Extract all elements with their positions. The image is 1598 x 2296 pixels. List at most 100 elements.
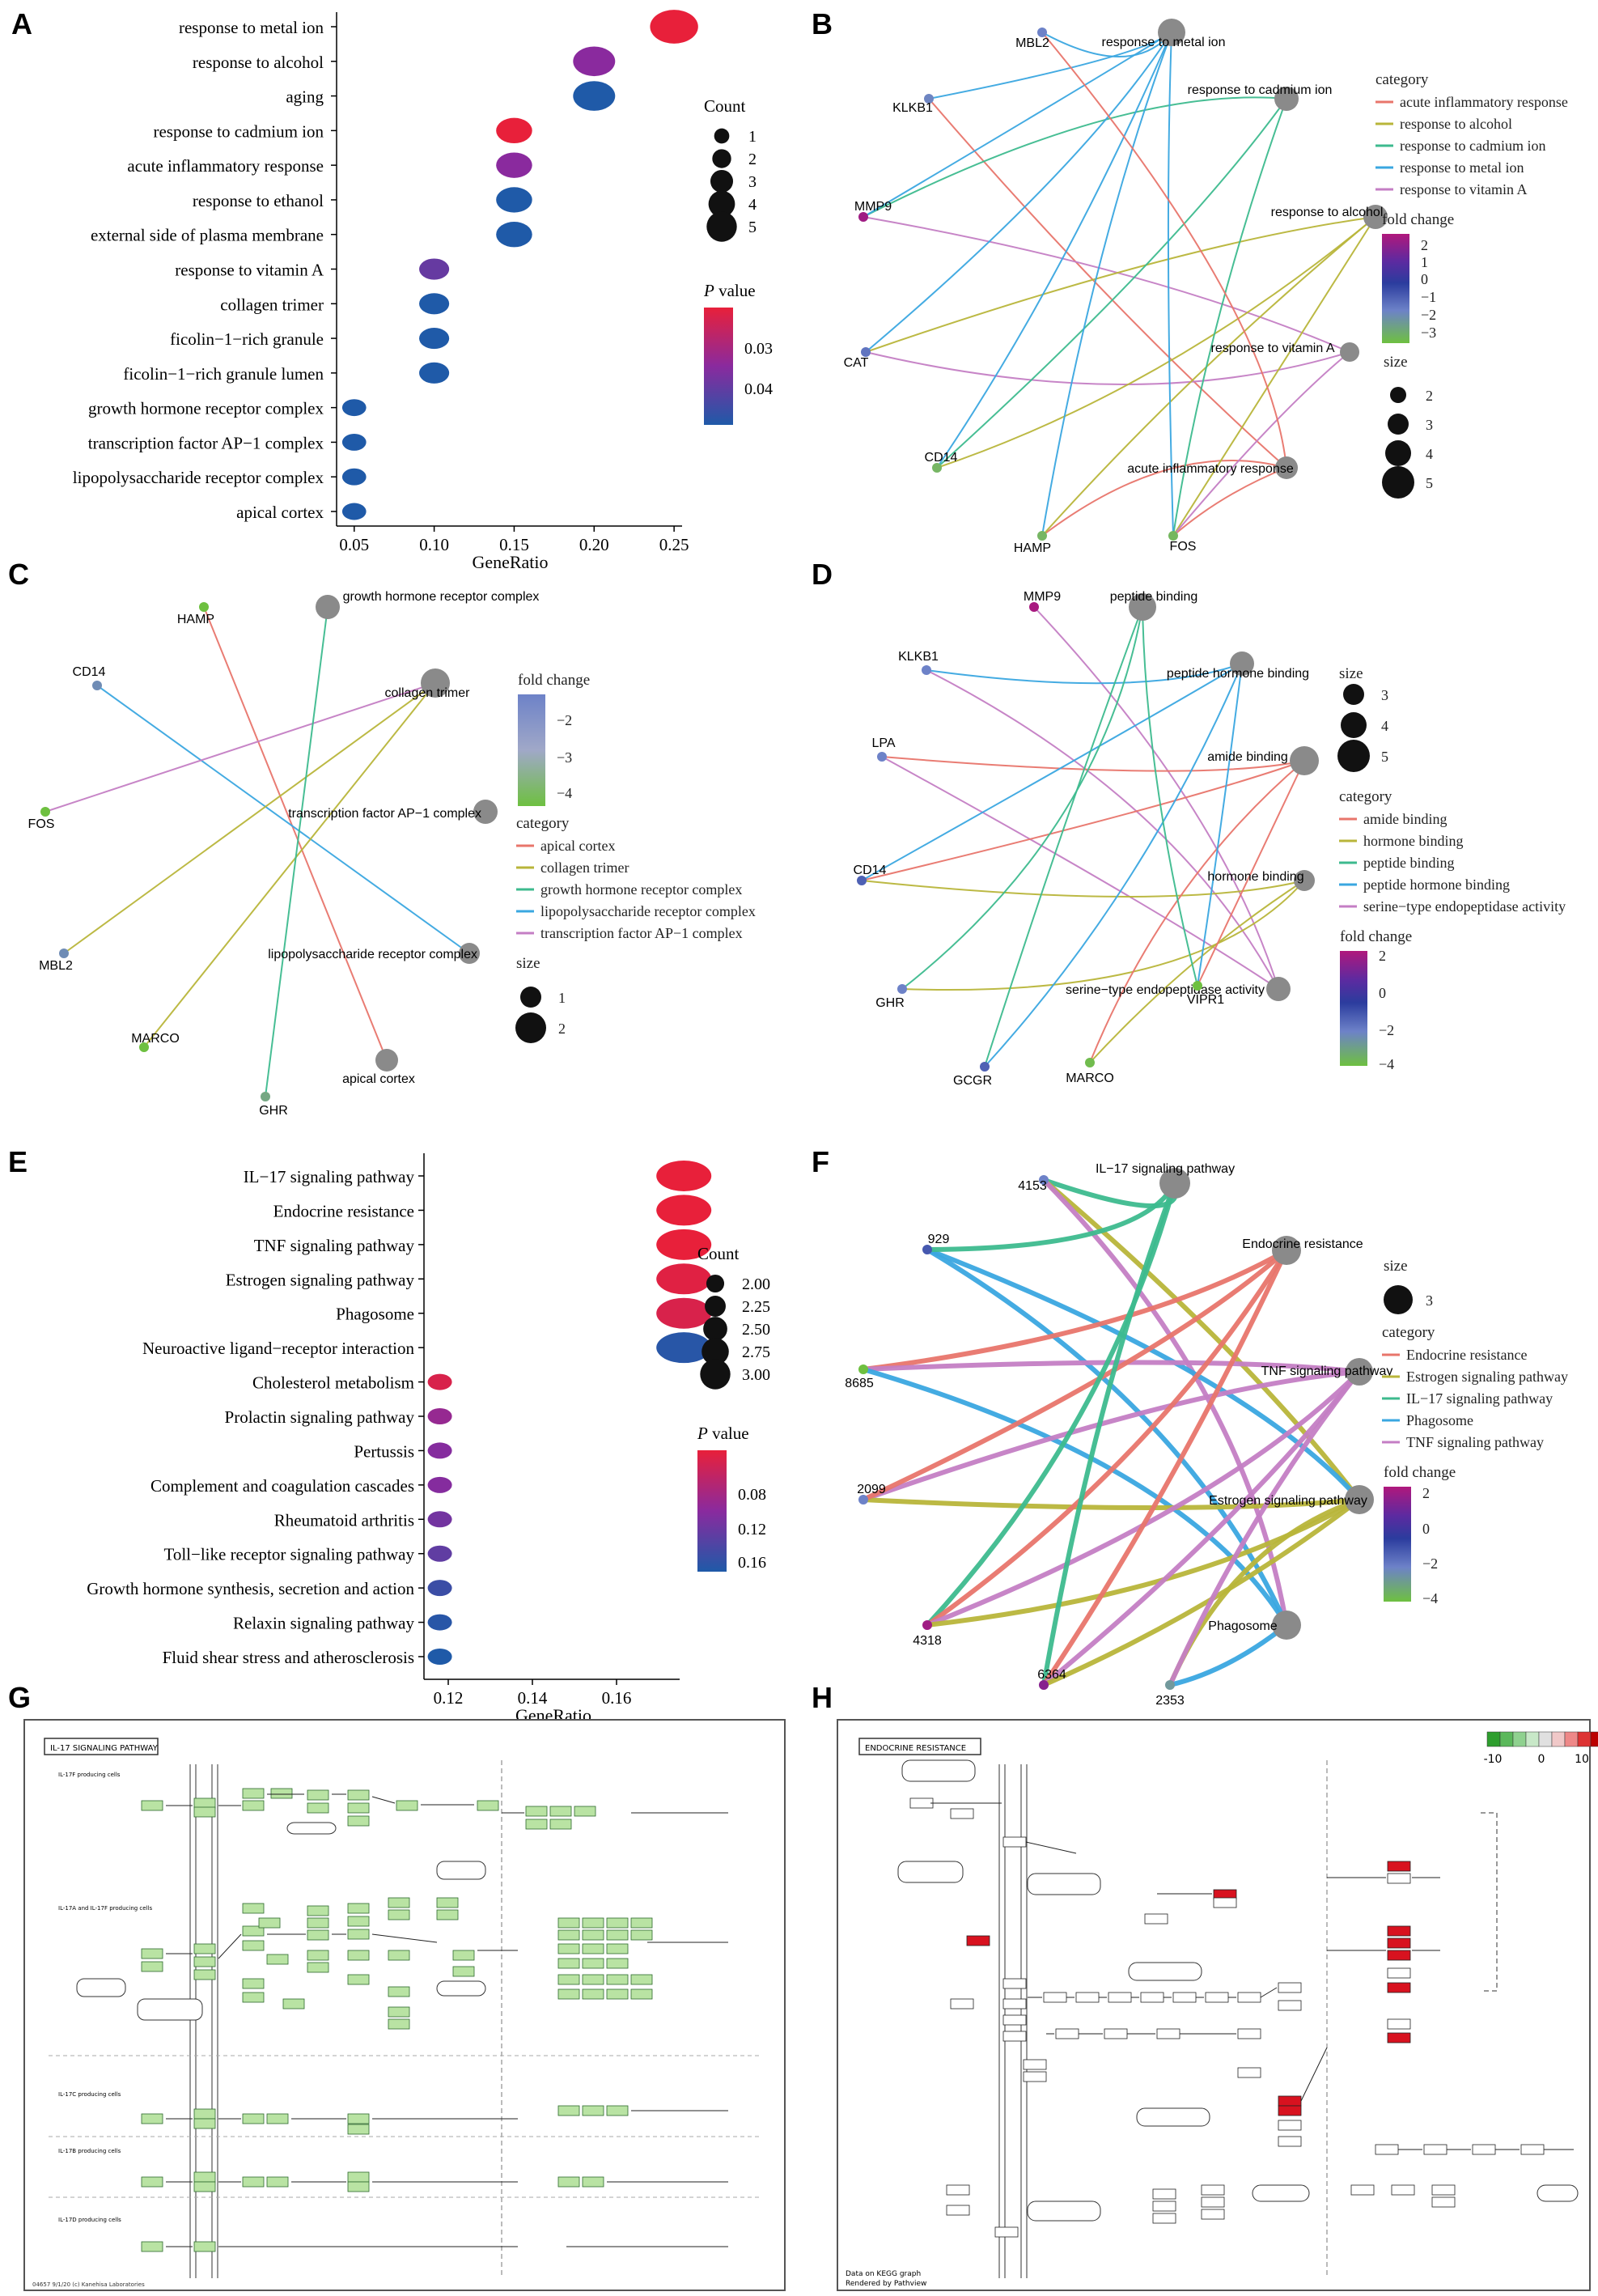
legend-foldchange-label: −3 — [557, 749, 572, 766]
gene-box — [909, 1797, 934, 1809]
data-point — [427, 1580, 452, 1597]
legend-category-label: acute inflammatory response — [1400, 94, 1568, 110]
gene-box — [1423, 2144, 1448, 2155]
gene-box — [1278, 2120, 1302, 2131]
legend-size-dot — [1388, 414, 1409, 435]
legend-size-title: size — [1384, 354, 1408, 371]
edges — [863, 32, 1376, 537]
panel-label-a: A — [11, 7, 32, 40]
term-label: Endocrine resistance — [1242, 1237, 1363, 1251]
legend-foldchange-title: fold change — [1382, 211, 1454, 228]
edge — [1142, 606, 1198, 987]
scale-swatch — [1525, 1731, 1540, 1747]
y-tick-label: growth hormone receptor complex — [88, 399, 324, 418]
y-tick-label: apical cortex — [236, 503, 324, 522]
term-node — [1294, 870, 1315, 891]
edge — [1197, 760, 1305, 987]
term-label: Phagosome — [1208, 1619, 1277, 1633]
data-point — [341, 433, 367, 451]
edge — [936, 32, 1172, 469]
gene-box — [630, 1929, 653, 1941]
term-label: response to cadmium ion — [1188, 83, 1333, 97]
legend-category-label: transcription factor AP−1 complex — [540, 925, 743, 941]
gene-box — [1431, 2184, 1456, 2196]
gene-label: CD14 — [73, 665, 106, 679]
edge — [865, 351, 1350, 385]
gene-box — [557, 1929, 580, 1941]
edge — [1042, 1370, 1362, 1687]
gene-box — [307, 1950, 329, 1961]
gene-box — [1043, 1992, 1067, 2003]
gene-box — [193, 1797, 216, 1809]
edge — [861, 663, 1243, 881]
edge — [1172, 467, 1287, 537]
term-node — [459, 943, 480, 964]
panel-label-e: E — [8, 1145, 28, 1178]
data-point — [341, 503, 367, 520]
gene-box — [1278, 2095, 1302, 2107]
gene-label: CD14 — [925, 451, 958, 465]
legend-foldchange-title: fold change — [518, 672, 590, 689]
edge — [865, 216, 1376, 353]
edge — [861, 880, 1305, 898]
gene-box — [1375, 2144, 1399, 2155]
gene-box — [307, 1905, 329, 1916]
y-tick-label: Phagosome — [336, 1305, 414, 1324]
legend-size-dot — [714, 128, 730, 144]
panel-label-f: F — [812, 1145, 829, 1178]
gene-box — [1104, 2028, 1128, 2039]
legend-size-dot — [708, 190, 735, 218]
panel-label-h: H — [812, 1681, 833, 1714]
edge — [96, 685, 470, 954]
gene-box — [193, 1969, 216, 1980]
edge — [1041, 216, 1376, 537]
data-point — [419, 293, 450, 315]
legend-size-label: 4 — [1381, 718, 1388, 734]
gene-box — [388, 1950, 410, 1961]
gene-node — [980, 1062, 990, 1072]
term-label: peptide binding — [1110, 590, 1198, 604]
gene-node — [1039, 1680, 1049, 1690]
gene-box — [266, 1954, 289, 1965]
x-tick-label: 0.16 — [602, 1688, 632, 1708]
legend-size-dot — [1343, 684, 1364, 705]
x-tick-label: 0.10 — [419, 535, 449, 554]
gene-box — [1023, 2071, 1047, 2082]
gene-box — [582, 1958, 604, 1969]
legend-size-label: 5 — [748, 219, 757, 236]
gene-label: CD14 — [854, 864, 887, 877]
edge — [926, 1369, 1362, 1628]
gene-box — [347, 1815, 370, 1827]
edge — [925, 1182, 1177, 1628]
scale-swatch — [1512, 1731, 1527, 1747]
edge — [936, 216, 1376, 469]
gene-box — [525, 1806, 548, 1817]
edge — [1041, 1178, 1289, 1626]
gene-box — [1278, 2105, 1302, 2116]
gene-box — [525, 1819, 548, 1830]
gene-box — [630, 1974, 653, 1985]
y-tick-label: ficolin−1−rich granule lumen — [123, 364, 324, 384]
gene-box — [606, 1917, 629, 1929]
gene-box — [1431, 2196, 1456, 2208]
gene-box — [242, 2176, 265, 2188]
scale-swatch — [1551, 1731, 1566, 1747]
y-tick-label: TNF signaling pathway — [254, 1236, 415, 1255]
gene-box — [1205, 1992, 1229, 2003]
term-node — [1345, 1485, 1374, 1514]
kegg-h-footer-2: Rendered by Pathview — [846, 2280, 926, 2288]
gene-node — [1039, 1175, 1049, 1185]
legend-foldchange-label: −4 — [1422, 1590, 1438, 1606]
gene-box — [347, 1929, 370, 1940]
legend-foldchange-label: −4 — [1379, 1056, 1394, 1072]
edge — [1169, 1623, 1288, 1687]
gene-box — [1002, 2014, 1027, 2026]
gene-box — [1172, 1992, 1197, 2003]
legend-size-dot — [1390, 387, 1406, 403]
gene-label: 2353 — [1155, 1694, 1185, 1708]
y-tick-label: lipopolysaccharide receptor complex — [73, 468, 324, 487]
edge — [926, 1247, 1289, 1627]
pathway-oval — [1136, 2107, 1210, 2127]
